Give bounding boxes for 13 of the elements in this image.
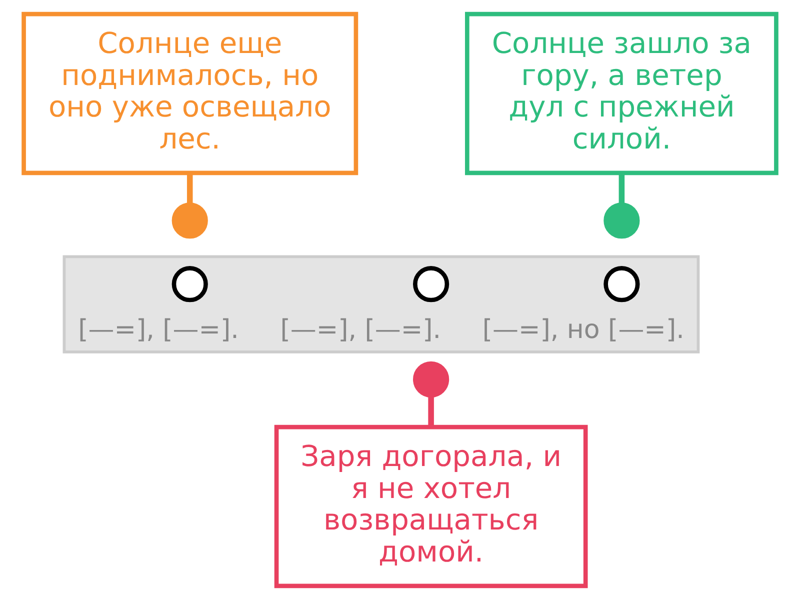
- node-circle: [413, 361, 450, 398]
- node-circle: [604, 266, 640, 302]
- node-box: Солнце еще поднималось, но оно уже освещало лес.: [22, 12, 358, 176]
- connector: [618, 174, 625, 204]
- connector: [428, 396, 434, 427]
- node-box: Заря догорала, и я не хотел возвращаться домой.: [274, 424, 588, 588]
- cluster: [—=], [—=]. [—=], [—=]. [—=], но [—=].: [62, 255, 700, 354]
- node-circle: [604, 202, 640, 239]
- connector: [186, 174, 193, 204]
- node-box: Солнце зашло за гору, а ветер дул с прежней силой.: [464, 12, 778, 176]
- node-circle: [413, 266, 450, 302]
- node-circle: [172, 266, 208, 302]
- node-circle: [172, 202, 208, 239]
